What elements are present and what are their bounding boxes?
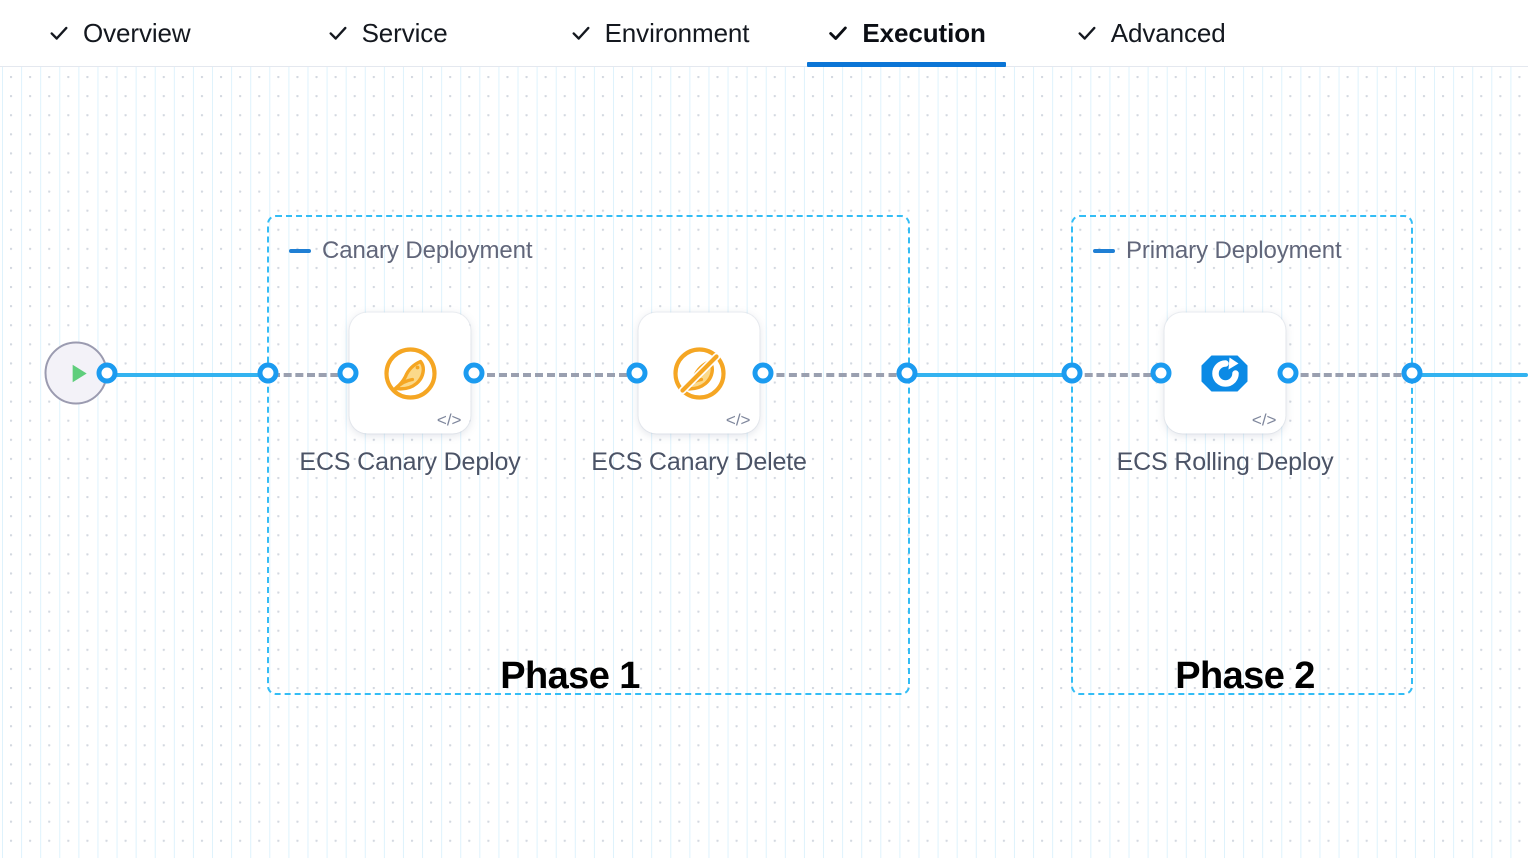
port-group1-in[interactable]: [257, 362, 279, 384]
tab-environment[interactable]: Environment: [548, 0, 772, 67]
group-canary-deployment-header: Canary Deployment: [289, 237, 533, 264]
edge-start-to-group1: [107, 373, 271, 377]
pipeline-step-tabs: Overview Service Environment Execution A: [0, 0, 1528, 67]
code-badge-icon[interactable]: </>: [436, 410, 462, 430]
code-badge-icon[interactable]: </>: [1251, 410, 1277, 430]
port-group1-out[interactable]: [896, 362, 918, 384]
tab-overview-label: Overview: [83, 18, 191, 48]
node-ecs-canary-delete-label: ECS Canary Delete: [591, 448, 807, 476]
port-canary-deploy-in[interactable]: [337, 362, 359, 384]
check-icon: [1076, 22, 1098, 44]
node-ecs-rolling-deploy-label: ECS Rolling Deploy: [1116, 448, 1334, 476]
port-canary-delete-in[interactable]: [626, 362, 648, 384]
group-canary-deployment-title: Canary Deployment: [322, 237, 533, 264]
group-primary-deployment-title: Primary Deployment: [1126, 237, 1342, 264]
node-ecs-canary-deploy[interactable]: </>: [349, 312, 471, 434]
rolling-deploy-icon: [1193, 341, 1257, 405]
minus-icon[interactable]: [289, 249, 311, 253]
node-ecs-rolling-deploy[interactable]: </>: [1164, 312, 1286, 434]
tab-execution-label: Execution: [862, 18, 986, 48]
port-group2-out[interactable]: [1401, 362, 1423, 384]
check-icon: [827, 22, 849, 44]
phase-label-2: Phase 2: [1175, 655, 1315, 697]
check-icon: [327, 22, 349, 44]
tab-environment-label: Environment: [604, 18, 750, 48]
node-ecs-canary-deploy-label: ECS Canary Deploy: [299, 448, 521, 476]
tab-overview[interactable]: Overview: [26, 0, 213, 67]
play-icon: [72, 364, 87, 382]
group-canary-deployment[interactable]: Canary Deployment: [267, 215, 910, 695]
tab-service[interactable]: Service: [305, 0, 470, 67]
port-group2-in[interactable]: [1061, 362, 1083, 384]
canary-bird-icon: [378, 341, 442, 405]
group-primary-deployment-header: Primary Deployment: [1093, 239, 1342, 263]
tab-advanced[interactable]: Advanced: [1054, 0, 1248, 67]
check-icon: [48, 22, 70, 44]
tab-service-label: Service: [361, 18, 448, 48]
port-rolling-deploy-in[interactable]: [1150, 362, 1172, 384]
port-start-out[interactable]: [96, 362, 118, 384]
minus-icon[interactable]: [1093, 249, 1115, 253]
pipeline-canvas[interactable]: Canary Deployment Primary Deployment: [0, 67, 1528, 858]
tab-advanced-label: Advanced: [1110, 18, 1226, 48]
phase-label-1: Phase 1: [500, 655, 640, 697]
port-canary-delete-out[interactable]: [752, 362, 774, 384]
node-ecs-canary-delete[interactable]: </>: [638, 312, 760, 434]
check-icon: [570, 22, 592, 44]
edge-group1-to-group2: [907, 373, 1074, 377]
group-primary-deployment[interactable]: Primary Deployment: [1071, 215, 1413, 695]
code-badge-icon[interactable]: </>: [725, 410, 751, 430]
tab-execution[interactable]: Execution: [805, 0, 1007, 67]
port-rolling-deploy-out[interactable]: [1277, 362, 1299, 384]
canary-bird-delete-icon: [667, 341, 731, 405]
port-canary-deploy-out[interactable]: [463, 362, 485, 384]
edge-group2-to-next: [1412, 373, 1528, 377]
